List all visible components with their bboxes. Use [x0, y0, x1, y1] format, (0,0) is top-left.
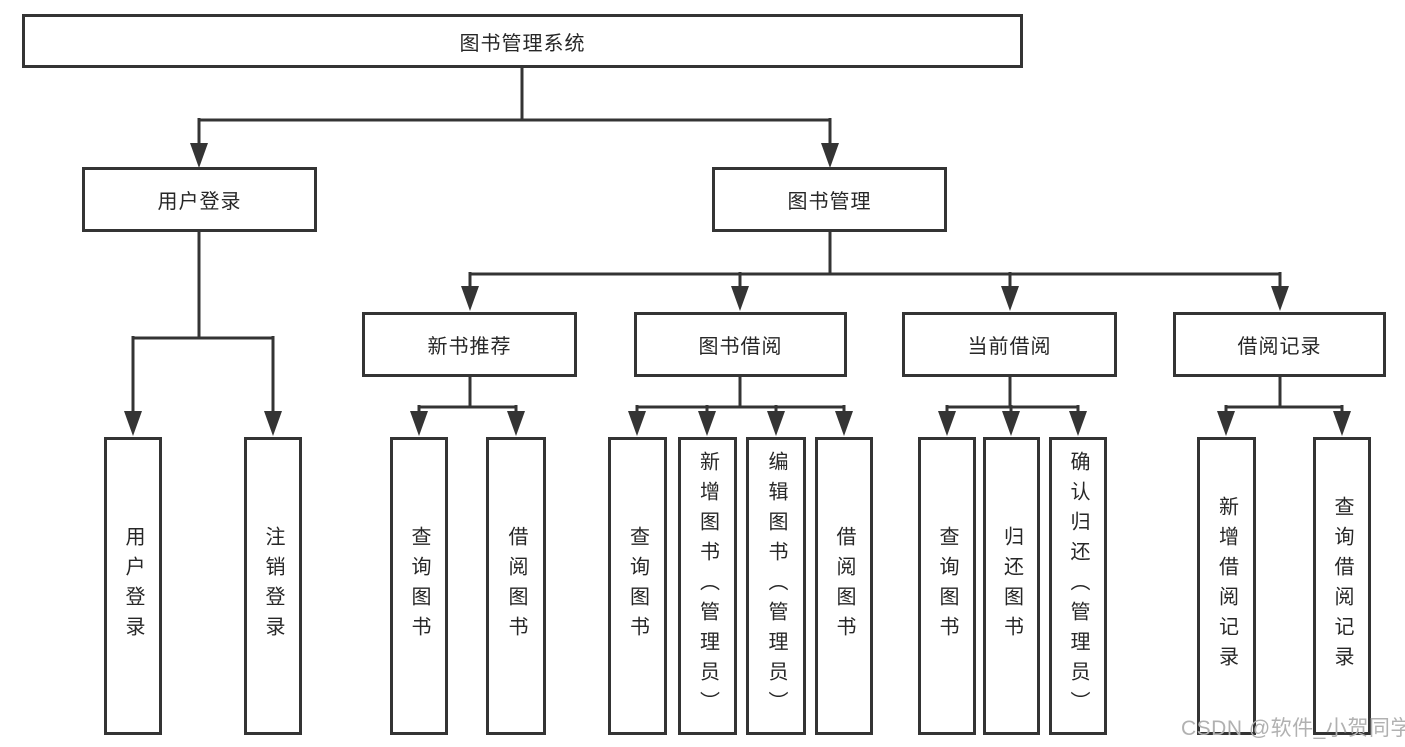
arrowhead: [1002, 411, 1020, 436]
arrowhead: [821, 143, 839, 168]
node-logout-leaf: 注销登录: [244, 437, 302, 735]
arrowhead: [628, 411, 646, 436]
node-query-borrow-record-label: 查询借阅记录: [1331, 496, 1353, 676]
node-return-book: 归还图书: [983, 437, 1040, 735]
node-user-login-label: 用户登录: [157, 191, 242, 213]
node-borrow-books-leaf: 借阅图书: [815, 437, 873, 735]
arrowheads: [124, 143, 1351, 436]
arrowhead: [767, 411, 785, 436]
arrowhead: [190, 143, 208, 168]
arrowhead: [461, 286, 479, 311]
arrowhead: [1001, 286, 1019, 311]
node-query-books-current: 查询图书: [918, 437, 976, 735]
arrowhead: [698, 411, 716, 436]
node-borrow-records-label: 借阅记录: [1237, 336, 1322, 358]
node-edit-book-admin-label: 编辑图书（管理员）: [765, 451, 787, 721]
watermark: CSDN @软件_小贺同学: [1181, 717, 1405, 740]
node-book-borrow-label: 图书借阅: [698, 336, 783, 358]
node-add-borrow-record-label: 新增借阅记录: [1215, 496, 1238, 676]
connector-book-management-to-level2: [468, 232, 1282, 288]
node-add-book-admin: 新增图书（管理员）: [678, 437, 737, 735]
arrowhead: [264, 411, 282, 436]
node-query-books-recommend-label: 查询图书: [408, 526, 430, 646]
node-current-borrow-label: 当前借阅: [967, 336, 1052, 358]
arrowhead: [124, 411, 142, 436]
node-query-books-borrow-label: 查询图书: [626, 526, 649, 646]
node-confirm-return-admin-label: 确认归还（管理员）: [1067, 451, 1089, 721]
node-user-login-leaf: 用户登录: [104, 437, 162, 735]
arrowhead: [410, 411, 428, 436]
node-return-book-label: 归还图书: [1000, 526, 1023, 646]
arrowhead: [938, 411, 956, 436]
node-add-borrow-record: 新增借阅记录: [1197, 437, 1256, 735]
node-logout-leaf-label: 注销登录: [262, 526, 284, 646]
arrowhead: [1271, 286, 1289, 311]
connector-borrow-records-to-leaves: [1224, 377, 1344, 413]
node-query-books-current-label: 查询图书: [936, 526, 958, 646]
node-borrow-books-leaf-label: 借阅图书: [833, 526, 855, 646]
node-book-borrow: 图书借阅: [634, 312, 847, 377]
node-borrow-books-recommend-label: 借阅图书: [505, 526, 527, 646]
node-query-books-recommend: 查询图书: [390, 437, 448, 735]
connector-book-borrow-to-leaves: [635, 377, 846, 413]
connector-user-login-to-leaves: [131, 232, 275, 413]
connector-current-borrow-to-leaves: [945, 377, 1080, 413]
connector-new-book-to-leaves: [417, 377, 518, 413]
node-user-login: 用户登录: [82, 167, 317, 232]
arrowhead: [1069, 411, 1087, 436]
node-add-book-admin-label: 新增图书（管理员）: [696, 451, 719, 721]
connector-lines: [131, 68, 1344, 413]
node-current-borrow: 当前借阅: [902, 312, 1117, 377]
node-book-management: 图书管理: [712, 167, 947, 232]
node-new-book-recommend-label: 新书推荐: [427, 336, 512, 358]
node-new-book-recommend: 新书推荐: [362, 312, 577, 377]
arrowhead: [507, 411, 525, 436]
node-root-label: 图书管理系统: [459, 32, 586, 55]
node-book-management-label: 图书管理: [787, 191, 872, 213]
arrowhead: [1217, 411, 1235, 436]
node-query-borrow-record: 查询借阅记录: [1313, 437, 1371, 735]
arrowhead: [731, 286, 749, 311]
connector-root-to-level1: [197, 68, 832, 146]
node-borrow-records: 借阅记录: [1173, 312, 1386, 377]
arrowhead: [835, 411, 853, 436]
arrowhead: [1333, 411, 1351, 436]
node-query-books-borrow: 查询图书: [608, 437, 667, 735]
node-borrow-books-recommend: 借阅图书: [486, 437, 546, 735]
node-user-login-leaf-label: 用户登录: [122, 526, 144, 646]
node-confirm-return-admin: 确认归还（管理员）: [1049, 437, 1107, 735]
node-root: 图书管理系统: [22, 14, 1023, 68]
node-edit-book-admin: 编辑图书（管理员）: [746, 437, 806, 735]
